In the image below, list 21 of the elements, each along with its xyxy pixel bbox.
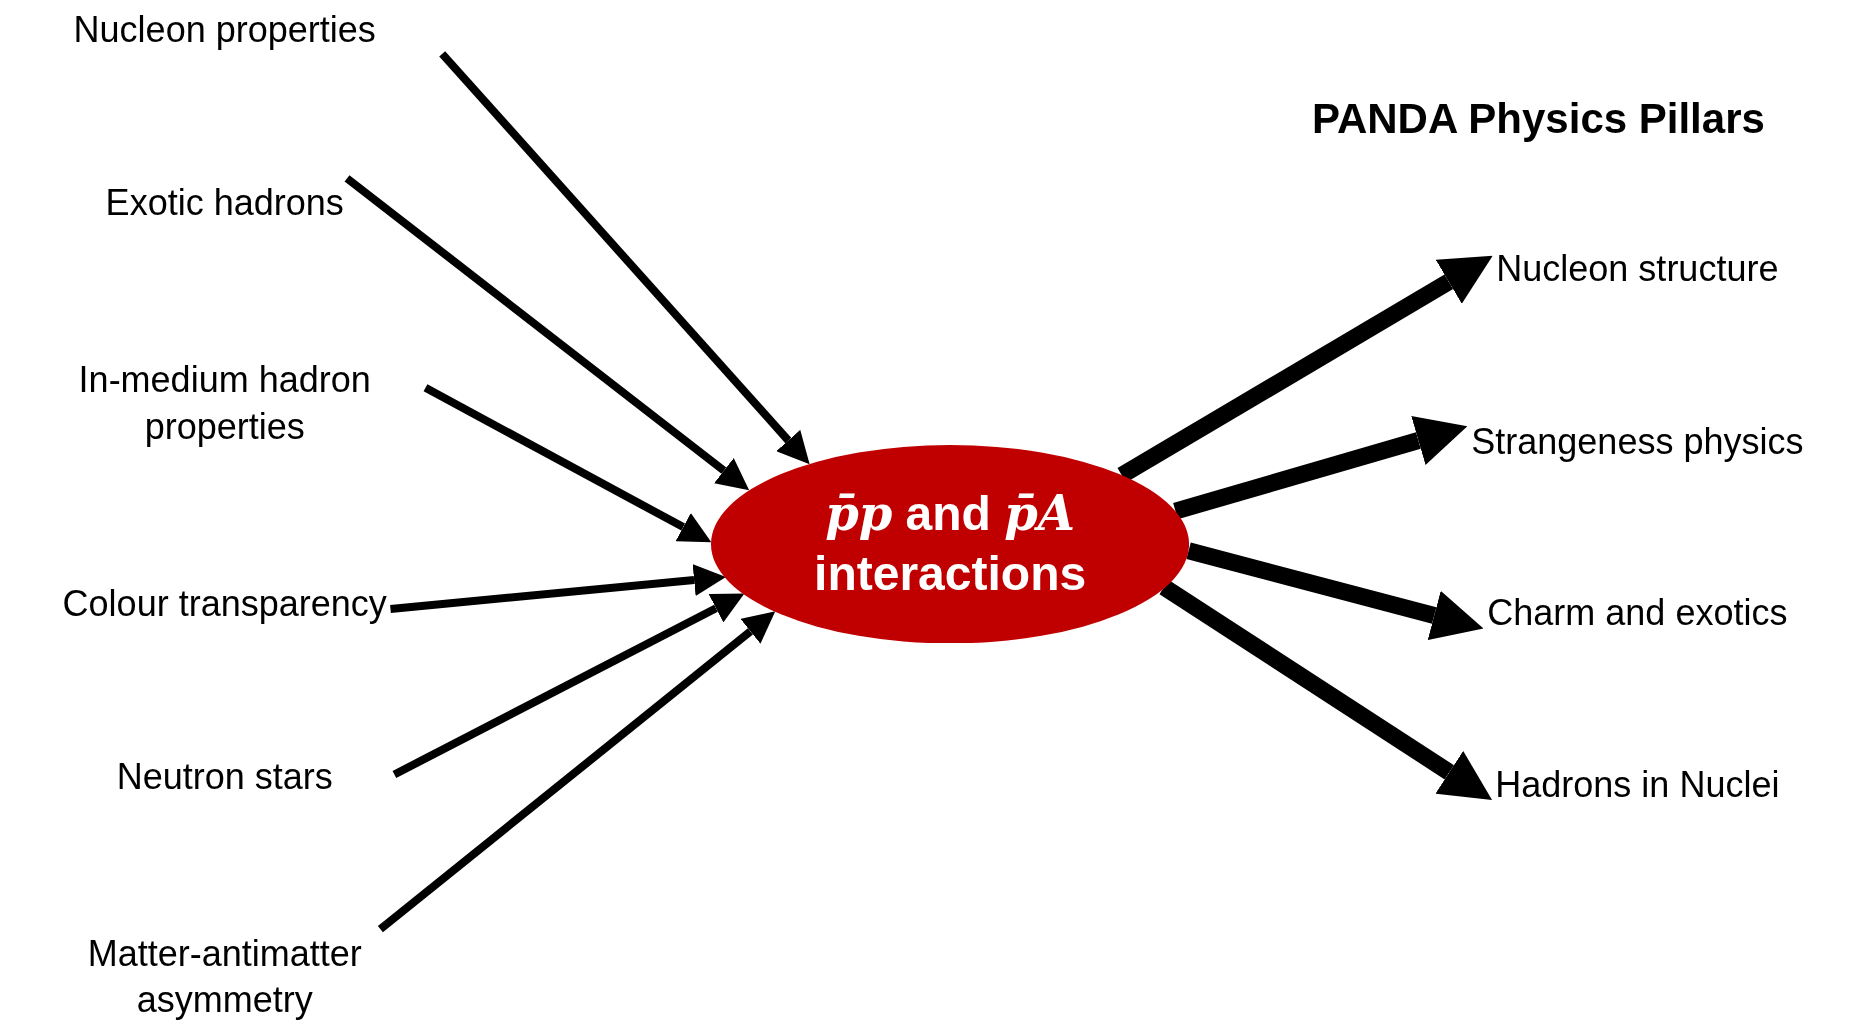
topic-label: In-medium hadron properties bbox=[23, 355, 426, 453]
topic-label: Exotic hadrons bbox=[101, 177, 348, 229]
arrow bbox=[344, 175, 750, 491]
ellipse-node bbox=[711, 444, 1190, 643]
arrow bbox=[1186, 542, 1484, 641]
node-label: p̄p and p̄A interactions bbox=[813, 484, 1088, 603]
topic-label: Nucleon structure bbox=[1492, 243, 1783, 295]
arrow bbox=[423, 384, 712, 543]
arrow bbox=[1173, 416, 1468, 520]
topic-label: Charm and exotics bbox=[1483, 587, 1792, 639]
topic-label: Neutron stars bbox=[112, 751, 337, 803]
topic-label: Hadrons in Nuclei bbox=[1491, 759, 1784, 811]
arrow bbox=[1159, 580, 1493, 801]
topic-label: Colour transparency bbox=[58, 578, 391, 629]
arrow bbox=[439, 51, 810, 465]
topic-label: Matter-antimatter asymmetry bbox=[41, 928, 408, 1027]
topic-label: Strangeness physics bbox=[1467, 416, 1808, 468]
arrow bbox=[392, 593, 745, 779]
topic-label: Nucleon properties bbox=[69, 4, 380, 56]
diagram-title: PANDA Physics Pillars bbox=[1312, 95, 1765, 143]
arrow bbox=[377, 611, 776, 933]
